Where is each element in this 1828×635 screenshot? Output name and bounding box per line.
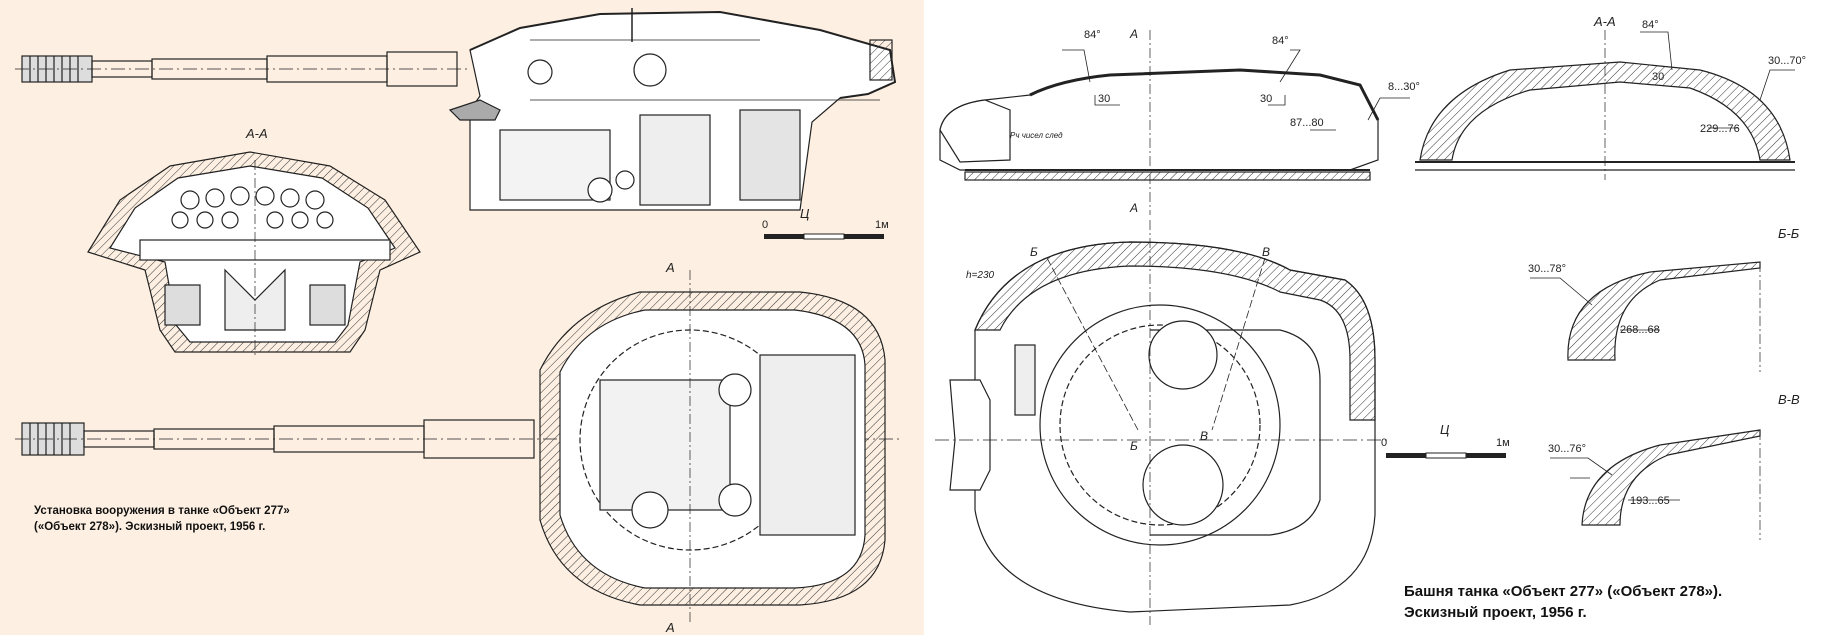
dim-bb-thk: 268...68 bbox=[1620, 324, 1660, 336]
scale-end-left: 1м bbox=[875, 219, 889, 231]
left-cut-marker-top: А bbox=[665, 260, 675, 275]
section-a-a-left bbox=[87, 151, 421, 358]
scale-end-right: 1м bbox=[1496, 437, 1510, 449]
right-caption-line1: Башня танка «Объект 277» («Объект 278»). bbox=[1404, 583, 1723, 600]
hull-note: Рч чисел след bbox=[1010, 131, 1063, 140]
dim-side-angle-left: 84° bbox=[1084, 29, 1101, 41]
side-view-gun bbox=[15, 51, 470, 87]
right-caption-line2: Эскизный проект, 1956 г. bbox=[1404, 604, 1587, 621]
scale-bar-left: 0 1м Ц bbox=[762, 206, 889, 240]
scale-bar-right: 0 1м Ц bbox=[1381, 422, 1510, 459]
left-caption-line2: («Объект 278»). Эскизный проект, 1956 г. bbox=[34, 521, 266, 533]
h-note: h=230 bbox=[966, 270, 995, 281]
marker-v-center: В bbox=[1200, 429, 1208, 443]
plan-view-left bbox=[15, 270, 900, 625]
dim-vv-angle: 30...76° bbox=[1548, 443, 1586, 455]
marker-b-center: Б bbox=[1130, 439, 1138, 453]
turret-side-elevation bbox=[939, 30, 1380, 215]
marker-a-bottom: А bbox=[1129, 201, 1138, 215]
dim-side-thk-left: 30 bbox=[1098, 93, 1110, 105]
section-aa-label: А-А bbox=[1593, 14, 1616, 29]
section-v-v bbox=[1550, 429, 1761, 540]
section-vv-label: В-В bbox=[1778, 392, 1800, 407]
svg-text:Ц: Ц bbox=[1440, 422, 1450, 437]
dim-side-thk-right: 30 bbox=[1260, 93, 1272, 105]
svg-text:Ц: Ц bbox=[800, 206, 810, 221]
side-view-turret bbox=[448, 8, 897, 211]
left-caption-line1: Установка вооружения в танке «Объект 277… bbox=[34, 505, 290, 517]
side-dimensions bbox=[1062, 49, 1410, 131]
scale-zero-left: 0 bbox=[762, 219, 768, 231]
marker-b-top: Б bbox=[1030, 245, 1038, 259]
section-b-b bbox=[1530, 261, 1761, 372]
dim-aa-side-thk: 229...76 bbox=[1700, 123, 1740, 135]
dim-aa-thk-top: 30 bbox=[1652, 71, 1664, 83]
marker-v-top: В bbox=[1262, 245, 1270, 259]
dim-side-angle-right: 84° bbox=[1272, 35, 1289, 47]
dim-aa-side-angle: 30...70° bbox=[1768, 55, 1806, 67]
section-a-a-right bbox=[1415, 30, 1795, 180]
left-caption: Установка вооружения в танке «Объект 277… bbox=[34, 503, 334, 535]
scale-zero-right: 0 bbox=[1381, 437, 1387, 449]
dim-aa-angle: 84° bbox=[1642, 19, 1659, 31]
turret-plan-view bbox=[935, 220, 1390, 625]
marker-a-top: А bbox=[1129, 27, 1138, 41]
left-section-label: А-А bbox=[245, 126, 268, 141]
dim-side-rear-angle: 8...30° bbox=[1388, 81, 1420, 93]
dim-vv-thk: 193...65 bbox=[1630, 495, 1670, 507]
left-cut-marker-bottom: А bbox=[665, 620, 675, 635]
right-caption: Башня танка «Объект 277» («Объект 278»).… bbox=[1404, 581, 1824, 623]
dim-side-rear-thk: 87...80 bbox=[1290, 117, 1324, 129]
section-bb-label: Б-Б bbox=[1778, 226, 1800, 241]
dim-bb-angle: 30...78° bbox=[1528, 263, 1566, 275]
